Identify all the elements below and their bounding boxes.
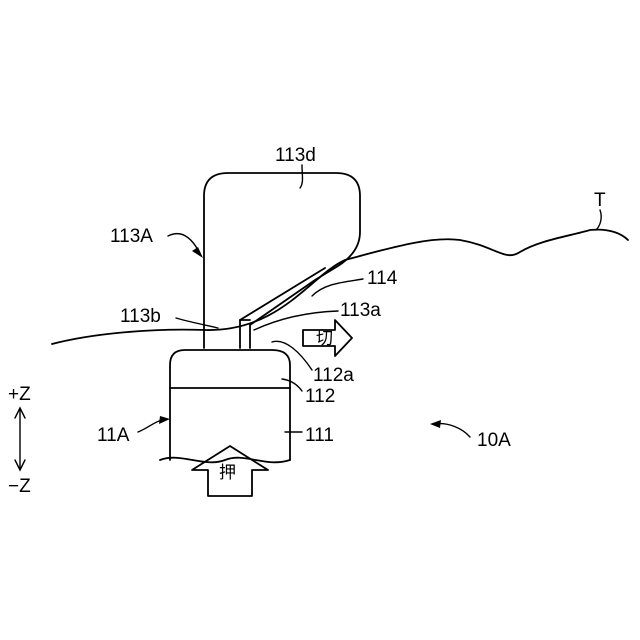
- push-arrow-label: 押: [219, 463, 236, 483]
- leader-T: [596, 210, 601, 230]
- label-113b: 113b: [120, 306, 161, 327]
- leader-112: [282, 379, 302, 391]
- leader-113A: [168, 234, 198, 250]
- blade-edge-113a: [240, 268, 325, 320]
- label-113A: 113A: [110, 226, 153, 247]
- label-111: 111: [305, 425, 334, 446]
- label-112: 112: [305, 386, 335, 407]
- label-10A: 10A: [477, 430, 511, 451]
- label-113a: 113a: [340, 300, 381, 321]
- label-11A: 11A: [97, 425, 130, 446]
- label-114: 114: [367, 268, 398, 289]
- arrowhead-11A: [159, 416, 170, 424]
- base-bottom-wave: [160, 458, 290, 463]
- label-113d: 113d: [275, 145, 316, 166]
- arrowhead-10A: [430, 420, 441, 428]
- leader-113b: [176, 318, 218, 328]
- label-minus-z: −Z: [8, 476, 31, 497]
- base-body-11A: [170, 350, 290, 460]
- leader-113d: [300, 165, 303, 188]
- label-T: T: [594, 190, 606, 211]
- cut-arrow-label: 切: [316, 329, 333, 349]
- arrowhead-113A: [192, 247, 203, 258]
- label-112a: 112a: [313, 365, 354, 386]
- leader-114: [312, 279, 363, 296]
- label-plus-z: +Z: [8, 384, 31, 405]
- leader-11A: [138, 420, 162, 432]
